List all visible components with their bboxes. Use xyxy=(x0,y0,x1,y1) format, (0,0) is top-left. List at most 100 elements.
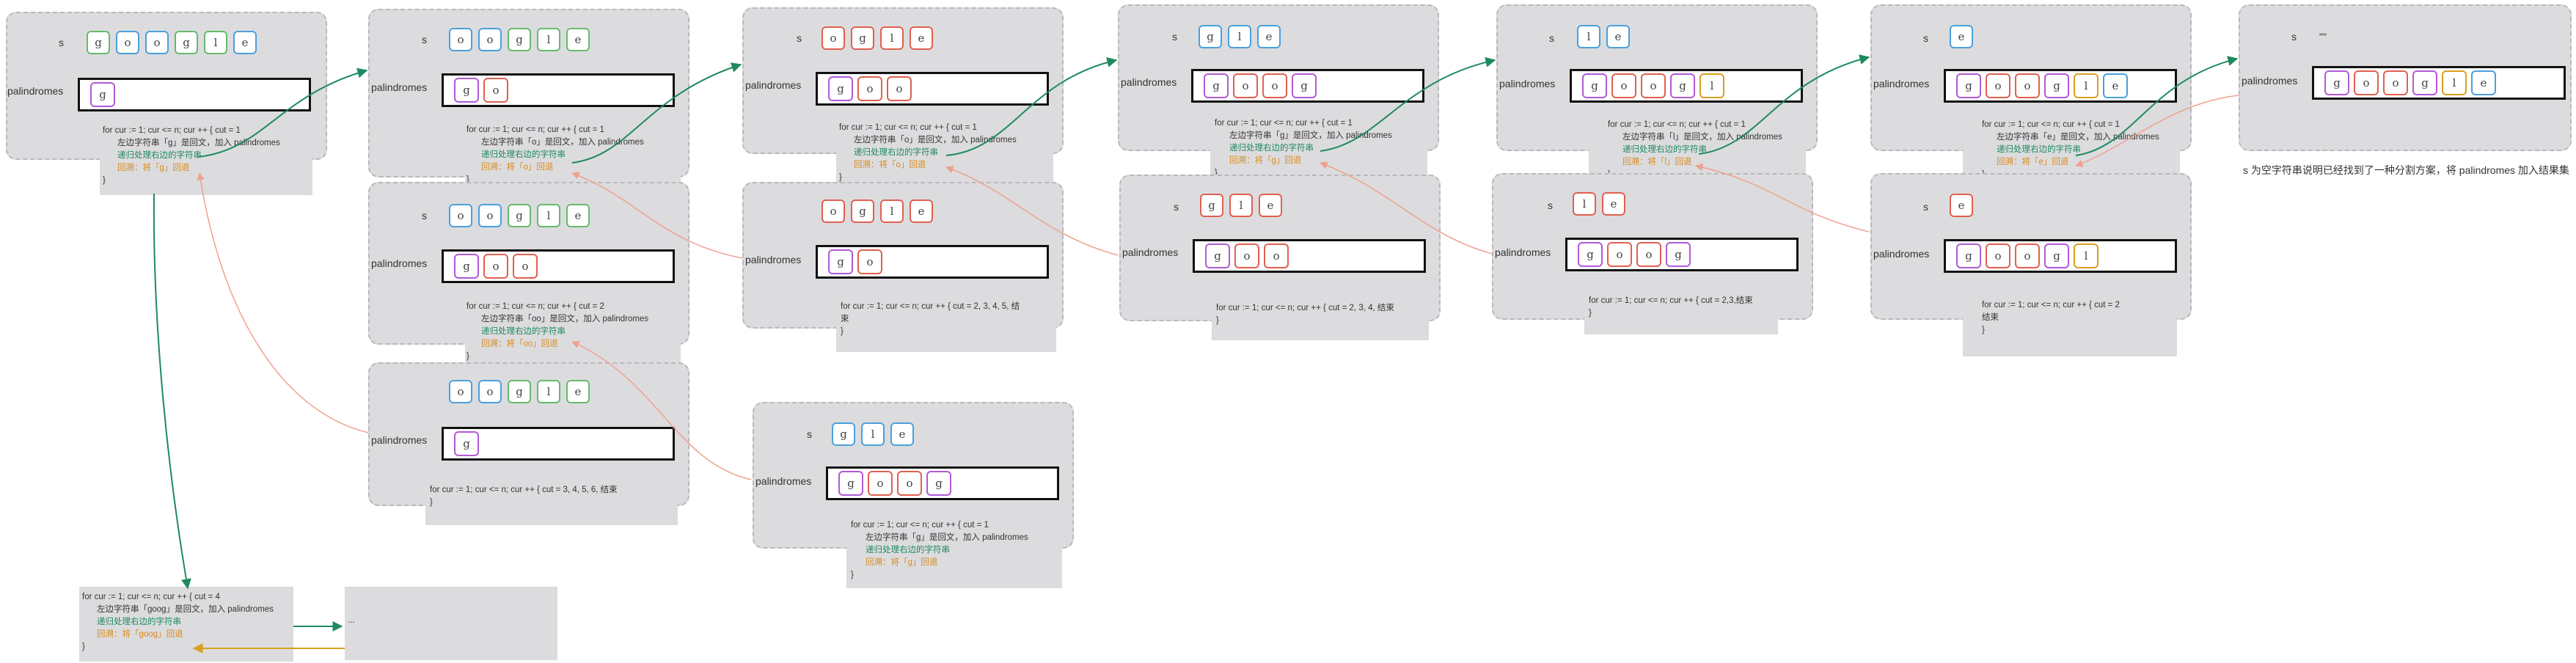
s-label: s xyxy=(807,428,812,440)
char-tile: o xyxy=(1611,73,1636,98)
code-line: for cur := 1; cur <= n; cur ++ { cut = 2 xyxy=(466,302,604,311)
char-tile: o xyxy=(2015,243,2040,268)
char-tile: o xyxy=(513,254,538,279)
palindromes-label: palindromes xyxy=(1873,248,1930,260)
char-tile: o xyxy=(1636,242,1661,267)
code-line: 递归处理右边的字符串 xyxy=(1997,145,2081,154)
s-label: s xyxy=(2291,31,2297,43)
char-tile: o xyxy=(1233,73,1258,98)
backtrack-arrow xyxy=(197,172,369,433)
code-line: for cur := 1; cur <= n; cur ++ { cut = 1 xyxy=(1982,120,2120,129)
s-chars: e xyxy=(1950,25,1973,48)
char-tile: g xyxy=(454,254,479,279)
code-line: 回溯：将「goog」回退 xyxy=(97,630,183,639)
char-tile: o xyxy=(868,471,893,496)
palindromes-label: palindromes xyxy=(1499,78,1556,89)
char-tile: g xyxy=(508,204,531,227)
char-tile: g xyxy=(454,431,479,456)
result-note: s 为空字符串说明已经找到了一种分割方案，将 palindromes 加入结果集 xyxy=(2243,164,2569,176)
code-line: for cur := 1; cur <= n; cur ++ { cut = 1 xyxy=(839,123,977,132)
palindromes-label: palindromes xyxy=(371,257,428,269)
code-line: 回溯：将「oo」回退 xyxy=(481,340,558,348)
code-line: 回溯：将「g」回退 xyxy=(1229,156,1302,165)
s-label: s xyxy=(1923,201,1928,213)
code-line: for cur := 1; cur <= n; cur ++ { cut = 1 xyxy=(466,125,604,134)
char-tile: e xyxy=(566,380,590,403)
s-label: s xyxy=(1548,199,1553,211)
code-line: 回溯：将「e」回退 xyxy=(1997,158,2069,166)
code-line: 左边字符串「o」是回文，加入 palindromes xyxy=(854,136,1017,144)
char-tile: g xyxy=(828,76,853,101)
char-tile: g xyxy=(828,249,853,274)
char-tile: o xyxy=(857,249,882,274)
char-tile: g xyxy=(1666,242,1691,267)
code-line: for cur := 1; cur <= n; cur ++ { cut = 3… xyxy=(430,486,618,494)
palindromes-box: g xyxy=(78,78,311,111)
panel-16-note xyxy=(345,587,557,660)
code-line: for cur := 1; cur <= n; cur ++ { cut = 1 xyxy=(1608,120,1746,129)
char-tile: o xyxy=(2354,70,2379,95)
s-label: s xyxy=(1174,201,1179,213)
char-tile: g xyxy=(2324,70,2349,95)
char-tile: l xyxy=(2074,243,2099,268)
code-line: } xyxy=(1215,169,1218,177)
char-tile: g xyxy=(2412,70,2437,95)
char-tile: g xyxy=(1204,73,1229,98)
char-tile: l xyxy=(1229,194,1253,217)
char-tile: o xyxy=(449,28,472,51)
code-line: 束 xyxy=(841,315,849,323)
char-tile: g xyxy=(926,471,951,496)
palindromes-label: palindromes xyxy=(1121,76,1177,88)
char-tile: l xyxy=(204,31,227,54)
char-tile: g xyxy=(1956,243,1981,268)
char-tile: o xyxy=(857,76,882,101)
char-tile: g xyxy=(838,471,863,496)
char-tile: o xyxy=(478,28,502,51)
code-line: 递归处理右边的字符串 xyxy=(1622,145,1707,154)
code-line: 左边字符串「g」是回文，加入 palindromes xyxy=(866,533,1028,542)
char-tile: o xyxy=(1641,73,1666,98)
loop-code: for cur := 1; cur <= n; cur ++ { cut = 1… xyxy=(1608,119,1782,181)
char-tile: o xyxy=(887,76,912,101)
char-tile: o xyxy=(478,204,502,227)
palindromes-label: palindromes xyxy=(371,81,428,93)
palindromes-label: palindromes xyxy=(371,434,428,446)
s-label: s xyxy=(59,37,64,48)
char-tile: e xyxy=(1950,25,1973,48)
s-label: s xyxy=(1549,32,1554,44)
loop-code: for cur := 1; cur <= n; cur ++ { cut = 1… xyxy=(851,519,1028,582)
char-tile: g xyxy=(1205,243,1230,268)
panel-9-note xyxy=(1212,298,1429,340)
panel-15-note xyxy=(79,587,293,662)
char-tile: o xyxy=(1986,73,2010,98)
loop-code: for cur := 1; cur <= n; cur ++ { cut = 3… xyxy=(430,484,618,509)
char-tile: o xyxy=(478,380,502,403)
char-tile: g xyxy=(1956,73,1981,98)
code-line: } xyxy=(466,175,469,184)
code-line: } xyxy=(1589,309,1592,318)
code-line: for cur := 1; cur <= n; cur ++ { cut = 1 xyxy=(1215,119,1353,128)
char-tile: o xyxy=(145,31,169,54)
char-tile: l xyxy=(2074,73,2099,98)
code-line: for cur := 1; cur <= n; cur ++ { cut = 2… xyxy=(1216,304,1394,312)
char-tile: g xyxy=(175,31,198,54)
char-tile: o xyxy=(822,199,845,223)
loop-code: for cur := 1; cur <= n; cur ++ { cut = 1… xyxy=(1982,119,2159,181)
char-tile: o xyxy=(1234,243,1259,268)
char-tile: g xyxy=(2044,243,2069,268)
palindromes-label: palindromes xyxy=(2242,75,2298,87)
char-tile: o xyxy=(449,204,472,227)
loop-code: for cur := 1; cur <= n; cur ++ { cut = 1… xyxy=(466,124,644,186)
